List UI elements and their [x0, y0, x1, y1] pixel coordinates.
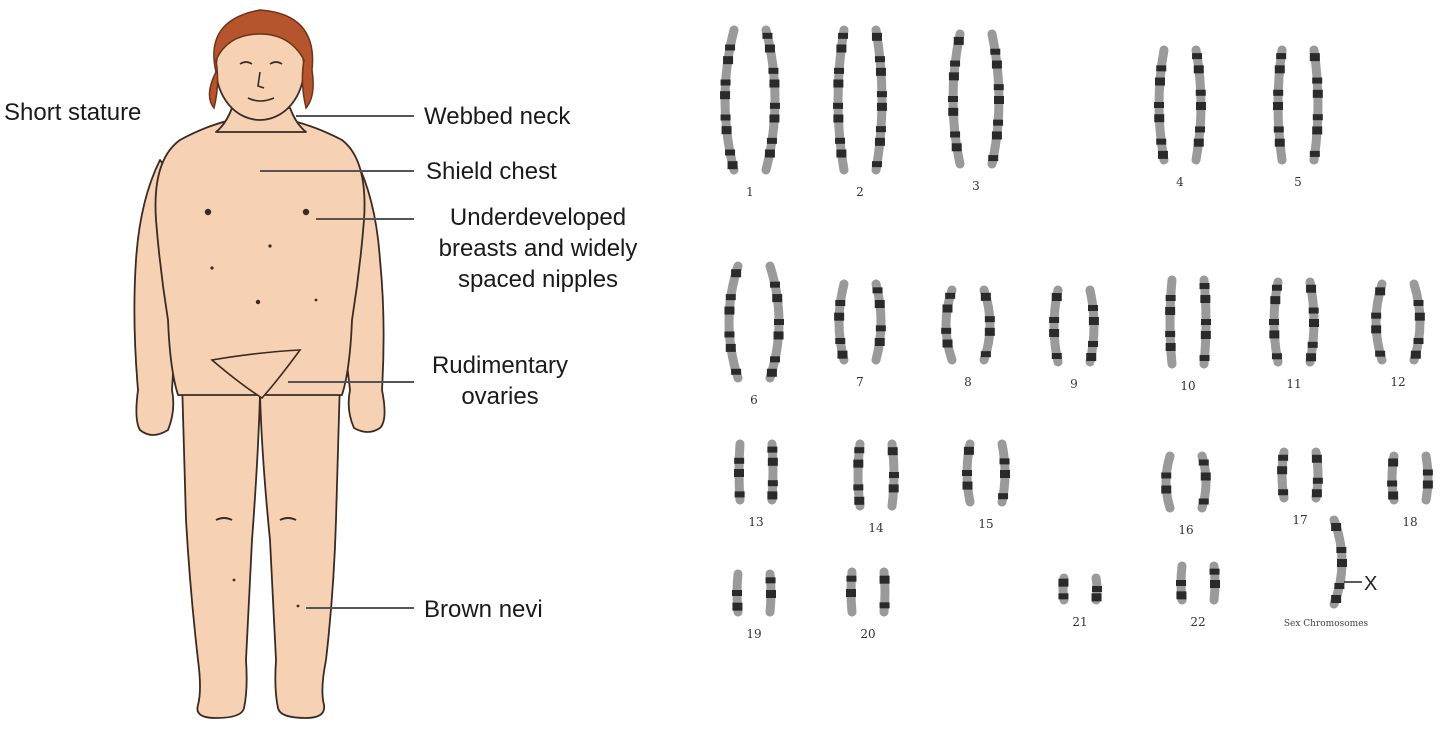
chromosome-number-22: 22 — [1190, 615, 1205, 629]
label-brown-nevi: Brown nevi — [424, 596, 543, 623]
label-breasts-line-2: breasts and widely — [438, 235, 638, 262]
chromosome-number-8: 8 — [964, 375, 972, 389]
chromosome-number-3: 3 — [972, 179, 980, 193]
chromosome-pair-5 — [1273, 45, 1323, 165]
chromosome-pair-16 — [1161, 451, 1211, 513]
chromosome-pair-22 — [1176, 561, 1220, 605]
label-shield-chest: Shield chest — [426, 158, 557, 185]
chromosome-pair-10 — [1165, 275, 1211, 369]
chromosome-number-13: 13 — [748, 515, 763, 529]
chromosome-x — [1329, 515, 1347, 609]
chromosome-number-2: 2 — [856, 185, 864, 199]
chromosome-pair-12 — [1371, 279, 1425, 365]
chromosome-number-20: 20 — [860, 627, 875, 641]
chromosome-pair-21 — [1058, 573, 1102, 605]
label-ovaries-line-2: ovaries — [461, 383, 539, 410]
chromosome-number-15: 15 — [978, 517, 993, 531]
chromosome-number-1: 1 — [746, 185, 754, 199]
chromosome-pair-9 — [1049, 285, 1099, 367]
label-breasts: Underdeveloped breasts and widely spaced… — [420, 202, 656, 295]
chromosome-number-19: 19 — [746, 627, 761, 641]
leader-webbed-neck — [296, 115, 414, 117]
chromosome-pair-6 — [724, 261, 784, 383]
chromosome-number-7: 7 — [856, 375, 864, 389]
chromosome-pair-17 — [1277, 447, 1323, 503]
label-webbed-neck: Webbed neck — [424, 103, 571, 130]
chromosome-pair-13 — [734, 439, 778, 505]
sex-chromosomes-caption: Sex Chromosomes — [1284, 619, 1369, 629]
chromosome-number-21: 21 — [1072, 615, 1087, 629]
chromosome-pair-2 — [833, 25, 887, 175]
chromosome-pair-19 — [732, 569, 776, 617]
chromosome-pair-8 — [941, 285, 995, 365]
leader-nevi — [306, 607, 414, 609]
label-ovaries-line-1: Rudimentary — [431, 352, 569, 379]
leader-ovaries — [288, 381, 414, 383]
chromosome-pair-4 — [1154, 45, 1206, 165]
label-breasts-line-1: Underdeveloped — [449, 204, 627, 231]
label-ovaries: Rudimentary ovaries — [420, 350, 580, 412]
chromosome-number-10: 10 — [1180, 379, 1195, 393]
chromosome-number-17: 17 — [1292, 513, 1307, 527]
label-short-stature: Short stature — [4, 99, 142, 126]
chromosome-number-11: 11 — [1286, 377, 1301, 391]
chromosome-pair-11 — [1269, 277, 1319, 367]
chromosome-pair-1 — [720, 25, 780, 175]
chromosome-number-14: 14 — [868, 521, 884, 535]
chromosome-number-9: 9 — [1070, 377, 1078, 391]
chromosome-number-6: 6 — [750, 393, 758, 407]
chromosome-pair-15 — [962, 439, 1010, 507]
chromosome-number-16: 16 — [1178, 523, 1193, 537]
leader-breasts — [316, 218, 414, 220]
body-illustration — [133, 9, 386, 719]
chromosome-pair-20 — [846, 567, 890, 617]
x-chromosome-label: X — [1364, 573, 1377, 595]
chromosome-layer — [720, 25, 1433, 617]
label-breasts-line-3: spaced nipples — [457, 266, 619, 293]
chromosome-number-5: 5 — [1294, 175, 1302, 189]
leader-shield-chest — [260, 170, 414, 172]
chromosome-number-12: 12 — [1390, 375, 1405, 389]
chromosome-pair-14 — [853, 439, 899, 511]
chromosome-number-4: 4 — [1176, 175, 1184, 189]
chromosome-pair-7 — [834, 279, 886, 365]
chromosome-pair-18 — [1387, 451, 1433, 505]
chromosome-pair-3 — [948, 29, 1004, 169]
chromosome-number-18: 18 — [1402, 515, 1417, 529]
